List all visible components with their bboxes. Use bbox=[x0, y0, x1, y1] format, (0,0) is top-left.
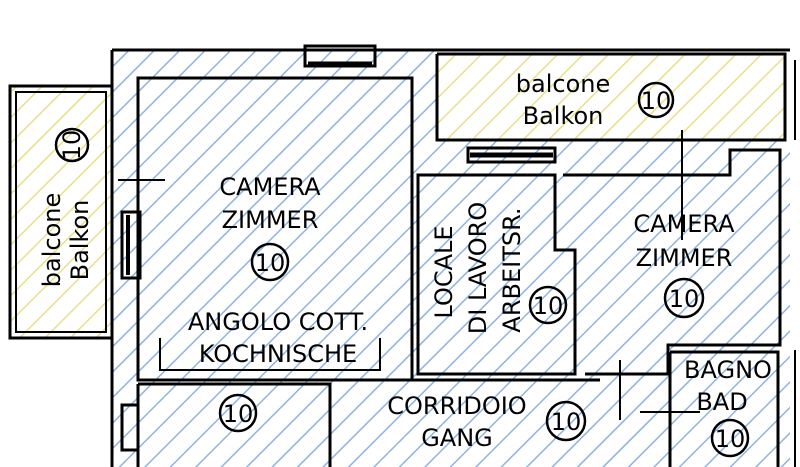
room-label: BAD bbox=[696, 388, 747, 416]
room-bottom-left: 10 bbox=[218, 393, 258, 433]
balcony-left-hatch bbox=[10, 86, 112, 338]
room-label: ZIMMER bbox=[222, 206, 319, 234]
balcony-top-hatch bbox=[437, 54, 785, 140]
room-number: 10 bbox=[223, 400, 254, 428]
room-number: 10 bbox=[58, 130, 86, 161]
room-label: KOCHNISCHE bbox=[199, 340, 357, 368]
room-corridoio: CORRIDOIO GANG 10 bbox=[387, 392, 587, 452]
room-locale-di-lavoro: LOCALE DI LAVORO ARBEITSR. 10 bbox=[430, 202, 568, 334]
room-label: LOCALE bbox=[430, 225, 458, 318]
room-number: 10 bbox=[669, 285, 700, 313]
room-number: 10 bbox=[641, 87, 672, 115]
room-label: Balkon bbox=[66, 200, 94, 281]
room-label: ANGOLO COTT. bbox=[188, 308, 368, 336]
room-number: 10 bbox=[551, 408, 582, 436]
room-bagno: BAGNO BAD 10 bbox=[684, 356, 772, 458]
room-label: CORRIDOIO bbox=[387, 392, 526, 420]
room-balcony-top: balcone Balkon 10 bbox=[516, 70, 675, 130]
room-camera-2: CAMERA ZIMMER 10 bbox=[633, 210, 735, 319]
room-label: CAMERA bbox=[219, 173, 321, 201]
room-number: 10 bbox=[255, 249, 286, 277]
room-number: 10 bbox=[715, 425, 746, 453]
room-label: DI LAVORO bbox=[464, 202, 492, 334]
room-label: balcone bbox=[38, 193, 66, 287]
room-label: ZIMMER bbox=[636, 244, 733, 272]
room-label: BAGNO bbox=[684, 356, 772, 384]
room-camera-1: CAMERA ZIMMER 10 ANGOLO COTT. KOCHNISCHE bbox=[188, 173, 368, 368]
room-number: 10 bbox=[533, 292, 564, 320]
room-label: ARBEITSR. bbox=[498, 207, 526, 332]
room-label: CAMERA bbox=[633, 210, 735, 238]
room-balcony-left: balcone Balkon 10 bbox=[38, 127, 94, 287]
walls bbox=[8, 44, 796, 467]
room-label: GANG bbox=[421, 424, 493, 452]
room-label: Balkon bbox=[523, 102, 604, 130]
room-label: balcone bbox=[516, 70, 610, 98]
